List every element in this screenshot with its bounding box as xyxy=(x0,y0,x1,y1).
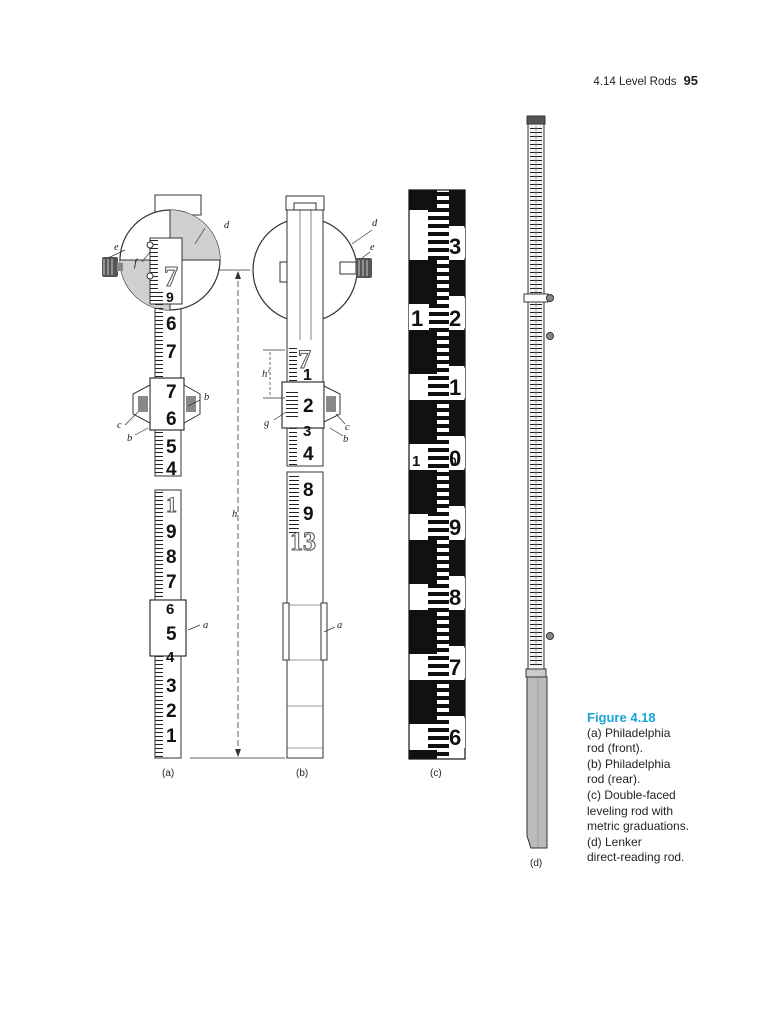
rod-c-number: 3 xyxy=(449,234,461,259)
figure-caption: Figure 4.18 (a) Philadelphia rod (front)… xyxy=(587,710,717,866)
caption-line: direct-reading rod. xyxy=(587,850,685,865)
target-disc: 7 9 xyxy=(119,209,221,311)
rod-a-lower-number: 8 xyxy=(166,547,177,568)
rod-a-lower-number: 9 xyxy=(166,522,177,543)
rod-a-lower-number: 7 xyxy=(166,572,177,593)
rod-d-lenker: (d) xyxy=(523,115,554,869)
label-b: b xyxy=(127,433,132,444)
label-e: e xyxy=(114,242,119,253)
rod-a-number: 7 xyxy=(166,382,177,403)
label-d: d xyxy=(372,218,378,229)
rod-a-lower-number: 1 xyxy=(166,726,177,747)
label-e: e xyxy=(370,242,375,253)
caption-title: Figure 4.18 xyxy=(587,710,656,725)
rod-a-number: 5 xyxy=(166,437,177,458)
rod-b-number: 9 xyxy=(303,504,314,525)
label-d: d xyxy=(224,220,230,231)
rod-a-lower-number: 4 xyxy=(166,649,175,666)
page-number: 95 xyxy=(683,73,698,88)
label-b: b xyxy=(343,434,348,445)
label-h: h xyxy=(232,509,237,520)
rod-c-double-faced: 3 2 1 0 9 8 7 6 1 1 0 (c) xyxy=(408,189,466,779)
rod-a-lower-number: 6 xyxy=(166,601,174,618)
rod-b-number: 7 xyxy=(298,345,311,374)
rod-b-philadelphia-rear: 7 1 2 3 4 h′ 8 9 13 d e g c xyxy=(252,195,378,779)
rod-a-lower-number: 2 xyxy=(166,701,177,722)
rod-a-lower-number: 3 xyxy=(166,676,177,697)
rod-c-number: 8 xyxy=(449,585,461,610)
label-a: a xyxy=(337,620,342,631)
rod-c-number: 6 xyxy=(449,725,461,750)
rod-a-lower-number: 1 xyxy=(166,492,177,517)
height-dimension: h xyxy=(190,269,285,759)
disc-number: 7 xyxy=(164,262,178,293)
label-h-prime: h′ xyxy=(262,369,270,380)
caption-line: (b) Philadelphia xyxy=(587,756,671,771)
panel-label-b: (b) xyxy=(296,768,308,779)
clamp-screw-knob xyxy=(102,257,123,277)
running-header: 4.14 Level Rods 95 xyxy=(593,73,698,88)
rod-a-number: 6 xyxy=(166,409,177,430)
label-g: g xyxy=(264,418,269,429)
caption-line: (d) Lenker xyxy=(587,834,642,849)
rod-a-number: 6 xyxy=(166,314,177,335)
rod-a-philadelphia-front: 7 9 6 7 7 6 5 4 1 xyxy=(102,194,285,779)
rod-c-number: 1 xyxy=(449,375,461,400)
label-c: c xyxy=(117,420,122,431)
rod-b-number: 3 xyxy=(303,423,311,440)
rod-c-number: 7 xyxy=(449,655,461,680)
rod-b-number: 8 xyxy=(303,480,314,501)
rod-b-number: 4 xyxy=(303,444,314,465)
caption-line: rod (rear). xyxy=(587,772,641,787)
rod-b-number: 1 xyxy=(303,367,312,384)
caption-line: rod (front). xyxy=(587,741,644,756)
rod-b-number: 2 xyxy=(303,396,314,417)
caption-line: (a) Philadelphia xyxy=(587,725,671,740)
label-f: f xyxy=(134,258,139,269)
caption-line: (c) Double-faced xyxy=(587,787,676,802)
rod-c-left-number: 1 xyxy=(412,453,420,470)
panel-label-a: (a) xyxy=(162,768,174,779)
panel-label-d: (d) xyxy=(530,858,542,869)
rod-c-number: 2 xyxy=(449,306,461,331)
rod-a-number: 7 xyxy=(166,342,177,363)
rod-c-left-number: 0 xyxy=(450,455,457,469)
panel-label-c: (c) xyxy=(430,768,442,779)
label-b: b xyxy=(204,392,209,403)
rod-c-number: 9 xyxy=(449,515,461,540)
section-title: 4.14 Level Rods xyxy=(593,76,677,88)
rod-a-number: 4 xyxy=(166,459,177,480)
rod-b-number: 13 xyxy=(290,527,316,556)
rod-c-number: 0 xyxy=(449,446,461,471)
label-a: a xyxy=(203,620,208,631)
rod-a-lower-number: 5 xyxy=(166,624,177,645)
rod-c-left-number: 1 xyxy=(411,306,423,331)
caption-line: leveling rod with xyxy=(587,803,674,818)
caption-line: metric graduations. xyxy=(587,819,690,834)
label-c: c xyxy=(345,422,350,433)
disc-number-lower: 9 xyxy=(166,289,174,305)
